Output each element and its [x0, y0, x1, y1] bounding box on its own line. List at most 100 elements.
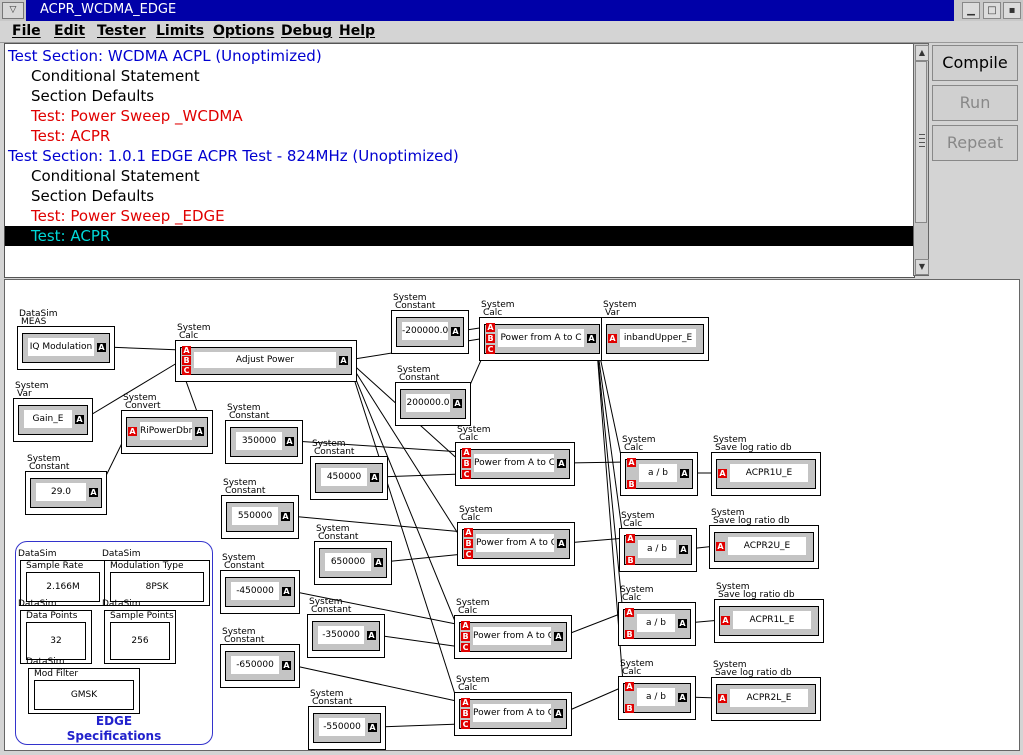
output-port[interactable]: A — [678, 692, 687, 702]
scroll-up-icon[interactable]: ▲ — [915, 45, 929, 61]
output-port[interactable]: A — [557, 458, 566, 468]
input-port-b[interactable]: B — [464, 538, 473, 548]
menu-options[interactable]: Options — [213, 23, 275, 39]
tree-scrollbar[interactable]: ▲ ▼ — [913, 43, 929, 276]
output-port[interactable]: A — [679, 544, 688, 554]
input-port-b[interactable]: B — [461, 631, 470, 641]
input-port-a[interactable]: A — [462, 447, 471, 457]
input-port-c[interactable]: C — [486, 344, 495, 354]
tree-row-stmt[interactable]: Section Defaults — [31, 187, 155, 205]
output-port[interactable]: A — [368, 722, 377, 732]
tree-row-stmt[interactable]: Section Defaults — [31, 87, 155, 105]
scroll-thumb[interactable] — [915, 61, 927, 223]
input-port-a[interactable]: A — [721, 615, 730, 625]
input-port-a[interactable]: A — [608, 333, 617, 343]
output-port[interactable]: A — [282, 660, 291, 670]
input-port-a[interactable]: A — [716, 541, 725, 551]
tree-row-test[interactable]: Test: ACPR — [5, 226, 914, 246]
wire — [565, 461, 628, 464]
tree-row-stmt[interactable]: Conditional Statement — [31, 167, 200, 185]
output-port[interactable]: A — [75, 414, 84, 424]
scroll-down-icon[interactable]: ▼ — [915, 259, 929, 275]
tree-row-stmt[interactable]: Conditional Statement — [31, 67, 200, 85]
repeat-button[interactable]: Repeat — [932, 125, 1018, 161]
input-port-b[interactable]: B — [461, 708, 470, 718]
input-port-b[interactable]: B — [182, 355, 191, 365]
block-label: 350000 — [236, 432, 282, 450]
input-port-a[interactable]: A — [627, 457, 636, 467]
menu-file[interactable]: File — [12, 23, 41, 39]
input-port-a[interactable]: A — [718, 468, 727, 478]
spec-value: 32 — [26, 622, 86, 660]
menu-help[interactable]: Help — [339, 23, 376, 39]
output-port[interactable]: A — [554, 631, 563, 641]
output-port[interactable]: A — [374, 557, 383, 567]
input-port-a[interactable]: A — [461, 620, 470, 630]
output-port[interactable]: A — [557, 538, 566, 548]
input-port-a[interactable]: A — [464, 527, 473, 537]
input-port-a[interactable]: A — [625, 607, 634, 617]
compile-button[interactable]: Compile — [932, 45, 1018, 81]
block-kind: Save log ratio db — [718, 590, 795, 600]
output-port[interactable]: A — [678, 618, 687, 628]
block-category: System — [620, 659, 654, 669]
menu-edit[interactable]: Edit — [54, 23, 86, 39]
input-port-a[interactable]: A — [461, 697, 470, 707]
tree-row-section[interactable]: Test Section: WCDMA ACPL (Unoptimized) — [8, 47, 322, 65]
input-port-c[interactable]: C — [182, 365, 191, 375]
output-port[interactable]: A — [554, 708, 563, 718]
input-port-a[interactable]: A — [626, 533, 635, 543]
input-port-c[interactable]: C — [464, 549, 473, 559]
block-category: System — [456, 598, 490, 608]
input-port-a[interactable]: A — [486, 322, 495, 332]
system-menu-icon[interactable]: ▽ — [2, 2, 24, 19]
input-port-b[interactable]: B — [462, 458, 471, 468]
input-port-b[interactable]: B — [486, 333, 495, 343]
input-port-c[interactable]: C — [462, 469, 471, 479]
input-port-a[interactable]: A — [625, 681, 634, 691]
output-port[interactable]: A — [195, 426, 204, 436]
block-category: System — [227, 403, 261, 413]
output-port[interactable]: A — [339, 355, 348, 365]
block-category: System — [711, 508, 745, 518]
close-button[interactable]: ▪ — [1003, 2, 1021, 19]
block-label: Power from A to C — [498, 329, 584, 347]
minimize-button[interactable]: ▁ — [962, 2, 980, 19]
run-button[interactable]: Run — [932, 85, 1018, 121]
test-tree[interactable]: Test Section: WCDMA ACPL (Unoptimized) Co… — [4, 43, 915, 278]
output-port[interactable]: A — [282, 586, 291, 596]
input-port-c[interactable]: C — [461, 642, 470, 652]
input-port-a[interactable]: A — [182, 345, 191, 355]
menu-tester[interactable]: Tester — [97, 23, 146, 39]
output-port[interactable]: A — [281, 511, 290, 521]
output-port[interactable]: A — [451, 326, 460, 336]
tree-row-test[interactable]: Test: Power Sweep _EDGE — [31, 207, 225, 225]
output-port[interactable]: A — [453, 398, 462, 408]
output-port[interactable]: A — [97, 342, 106, 352]
output-port[interactable]: A — [587, 333, 596, 343]
spec-title: EDGE Specifications — [16, 714, 212, 744]
tree-row-test[interactable]: Test: ACPR — [31, 127, 111, 145]
block-category: System — [15, 381, 49, 391]
input-port-b[interactable]: B — [627, 479, 636, 489]
input-port-b[interactable]: B — [625, 629, 634, 639]
input-port-b[interactable]: B — [626, 555, 635, 565]
tree-row-test[interactable]: Test: Power Sweep _WCDMA — [31, 107, 243, 125]
output-port[interactable]: A — [370, 472, 379, 482]
input-port-b[interactable]: B — [625, 703, 634, 713]
menu-limits[interactable]: Limits — [156, 23, 205, 39]
input-port-a[interactable]: A — [718, 693, 727, 703]
maximize-button[interactable]: □ — [983, 2, 1001, 19]
output-port[interactable]: A — [285, 436, 294, 446]
output-port[interactable]: A — [680, 468, 689, 478]
block-kind: Constant — [311, 605, 352, 615]
input-port-c[interactable]: C — [461, 719, 470, 729]
tree-row-section[interactable]: Test Section: 1.0.1 EDGE ACPR Test - 824… — [8, 147, 459, 165]
output-port[interactable]: A — [367, 630, 376, 640]
block-label: Adjust Power — [194, 352, 336, 368]
output-port[interactable]: A — [89, 487, 98, 497]
block-kind: Convert — [125, 401, 161, 411]
menu-debug[interactable]: Debug — [281, 23, 333, 39]
input-port-a[interactable]: A — [128, 426, 137, 436]
